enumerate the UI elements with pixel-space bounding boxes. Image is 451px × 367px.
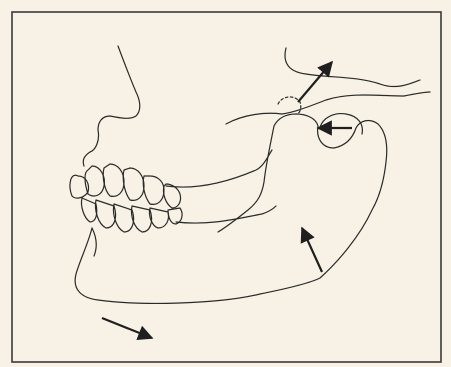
face-profile [83,46,140,166]
diagram-frame [12,12,441,362]
arrow-up-left-icon [302,228,322,272]
condyle [320,114,362,134]
skull-base-lower [226,92,430,124]
skull-base-upper [285,48,420,87]
chin-contour [92,228,96,256]
mandible-outline [75,114,387,303]
maxilla-outline [166,150,272,187]
arrow-down-right-icon [102,318,152,338]
arrow-up-right-icon [298,62,332,102]
condyle-dashed-outline [278,97,301,114]
upper-teeth [70,164,181,208]
mandible-body-inner [176,206,276,223]
